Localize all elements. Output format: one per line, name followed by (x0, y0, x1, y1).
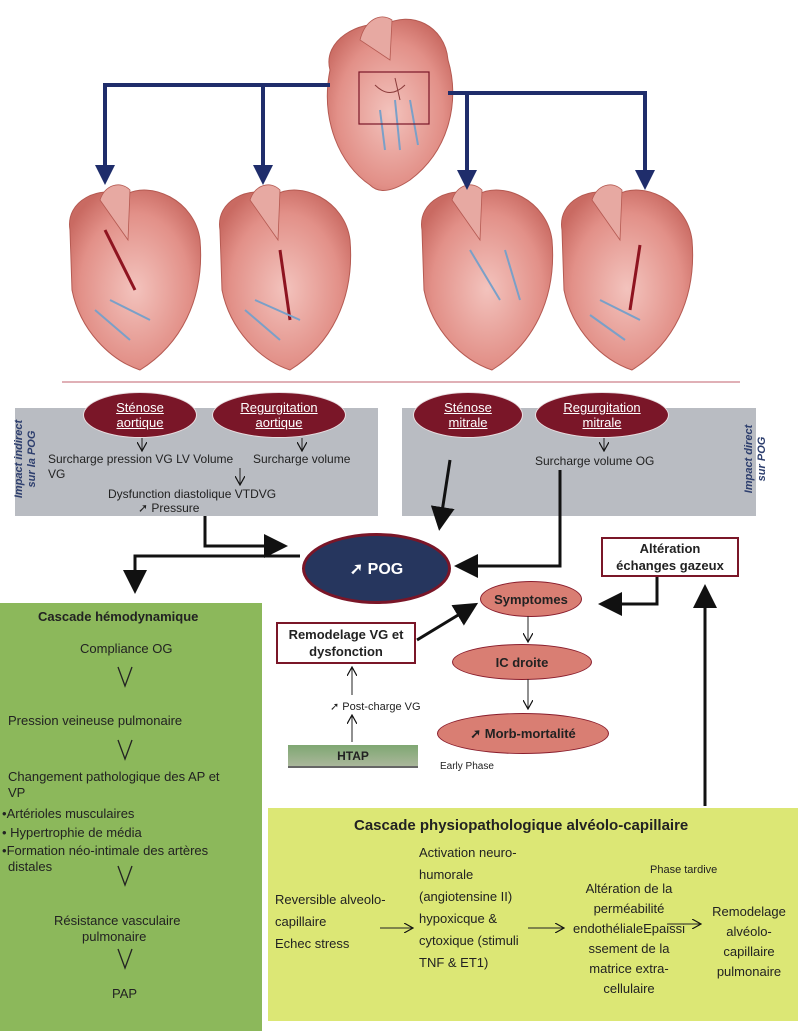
alveo-col2-line: (angiotensine II) (419, 889, 513, 904)
hemo-changement2: VP (8, 785, 26, 800)
right-panel-text: Surcharge volume OG (535, 454, 655, 468)
hemo-changement1: Changement pathologique des AP et (8, 769, 220, 784)
alveo-col4-line: capillaire (723, 944, 775, 959)
heart-aortic-stenosis (69, 184, 202, 371)
hemo-pap: PAP (112, 986, 138, 1001)
post-charge-label: ➚ Post-charge VG (330, 701, 421, 713)
left-line2: Dysfunction diastolique VTDVG (108, 487, 277, 501)
alveo-col3-line: matrice extra- (589, 961, 669, 976)
hemo-compliance: Compliance OG (80, 641, 173, 656)
htap-box: HTAP (288, 745, 418, 768)
left-line1b: VG (48, 467, 66, 481)
heart-mitral-stenosis (421, 184, 554, 371)
morb-oval: ➚ Morb-mortalité (437, 713, 609, 754)
alveo-col2-line: humorale (419, 867, 474, 882)
alveo-col3-line: Altération de la (585, 881, 673, 896)
left-line1: Surcharge pression VG LV Volume (48, 452, 234, 466)
alveo-col4-line: pulmonaire (716, 964, 782, 979)
hemo-bullet3: •Formation néo-intimale des artères (2, 843, 209, 858)
alveo-col3-line: perméabilité (593, 901, 665, 916)
alveo-col4-line: Remodelage (712, 904, 786, 919)
alveo-col3-line: cellulaire (603, 981, 655, 996)
remodelage-vg-box: Remodelage VG et dysfonction (276, 622, 416, 664)
alveo-col2-line: Activation neuro- (419, 845, 517, 860)
alveo-col3-line: endothélialeEpaissi (572, 921, 686, 936)
hemo-pression: Pression veineuse pulmonaire (8, 713, 183, 728)
alteration-box: Altération échanges gazeux (601, 537, 739, 577)
alveo-col3: Altération de la perméabilité endothélia… (568, 879, 690, 999)
alveo-col2: Activation neuro- humorale (angiotensine… (419, 842, 519, 974)
alveo-col2-line: TNF & ET1) (419, 955, 489, 970)
navy-arrows (103, 83, 647, 180)
left-line3: ➚ Pressure (138, 501, 200, 515)
hemo-bullet2: • Hypertrophie de média (2, 825, 142, 840)
early-phase-label: Early Phase (440, 761, 494, 772)
heart-normal (326, 16, 454, 191)
alveo-phase-tardive: Phase tardive (650, 864, 718, 876)
ic-droite-oval: IC droite (452, 644, 592, 680)
hemo-resistance1: Résistance vasculaire (54, 913, 181, 928)
pog-oval: ➚ POG (302, 533, 451, 604)
alveo-col1-line: capillaire (275, 914, 327, 929)
hemo-bullet3b: distales (8, 859, 53, 874)
alveo-col3-line: ssement de la (588, 941, 670, 956)
left-line1-right: Surcharge volume (253, 452, 351, 466)
alveo-col4-line: alvéolo- (726, 924, 772, 939)
alveo-col4: Remodelage alvéolo- capillaire pulmonair… (704, 902, 794, 982)
alveo-col2-line: hypoxicque & (419, 911, 498, 926)
hemo-resistance2: pulmonaire (82, 929, 147, 944)
heart-illustrations (62, 16, 740, 383)
alveo-title: Cascade physiopathologique alvéolo-capil… (354, 817, 689, 834)
alveo-col1-line: Reversible alveolo- (275, 892, 386, 907)
oval-mitral-stenosis: Sténose mitrale (413, 392, 523, 438)
hemo-title: Cascade hémodynamique (38, 609, 199, 624)
oval-aortic-regurgitation: Regurgitation aortique (212, 392, 346, 438)
heart-aortic-regurgitation (219, 184, 352, 371)
symptomes-oval: Symptomes (480, 581, 582, 617)
alveo-col1: Reversible alveolo- capillaire Echec str… (275, 889, 386, 955)
alveo-col1-line: Echec stress (275, 936, 350, 951)
oval-aortic-stenosis: Sténose aortique (83, 392, 197, 438)
hemo-bullet1: •Artérioles musculaires (2, 806, 135, 821)
oval-mitral-regurgitation: Regurgitation mitrale (535, 392, 669, 438)
alveolo-capillary-panel (268, 808, 798, 1021)
alveo-col2-line: cytoxique (stimuli (419, 933, 519, 948)
heart-mitral-regurgitation (561, 184, 694, 371)
